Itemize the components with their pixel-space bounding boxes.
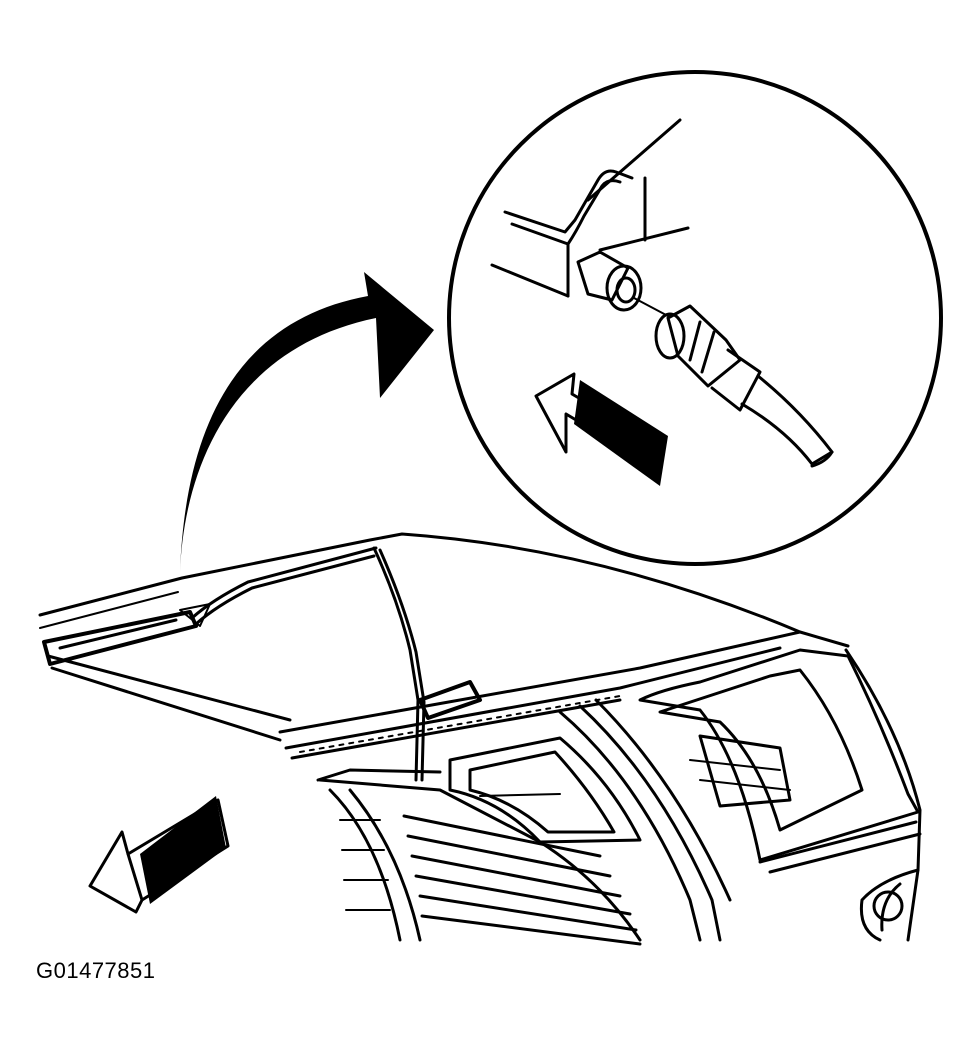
detail-view: [447, 70, 943, 566]
removal-direction-arrow-icon: [88, 796, 230, 914]
detail-receptacle: [576, 250, 669, 317]
detail-view-circle: [447, 70, 943, 566]
insertion-direction-arrow-icon: [534, 372, 668, 486]
cargo-floor: [316, 768, 642, 946]
interior-structure: [448, 734, 792, 844]
detail-hose-connector: [654, 304, 834, 468]
liftgate-opening: [638, 648, 922, 942]
figure-code: G01477851: [36, 958, 156, 983]
washer-hose-route: [190, 546, 426, 782]
d-pillar: [558, 698, 732, 942]
rear-header: [278, 630, 850, 760]
curved-callout-arrow-icon: [180, 272, 434, 572]
roof-side-rail: [42, 603, 292, 742]
rear-quarter: [859, 868, 920, 942]
vehicle-body: [38, 532, 922, 946]
detail-bracket: [490, 118, 690, 298]
